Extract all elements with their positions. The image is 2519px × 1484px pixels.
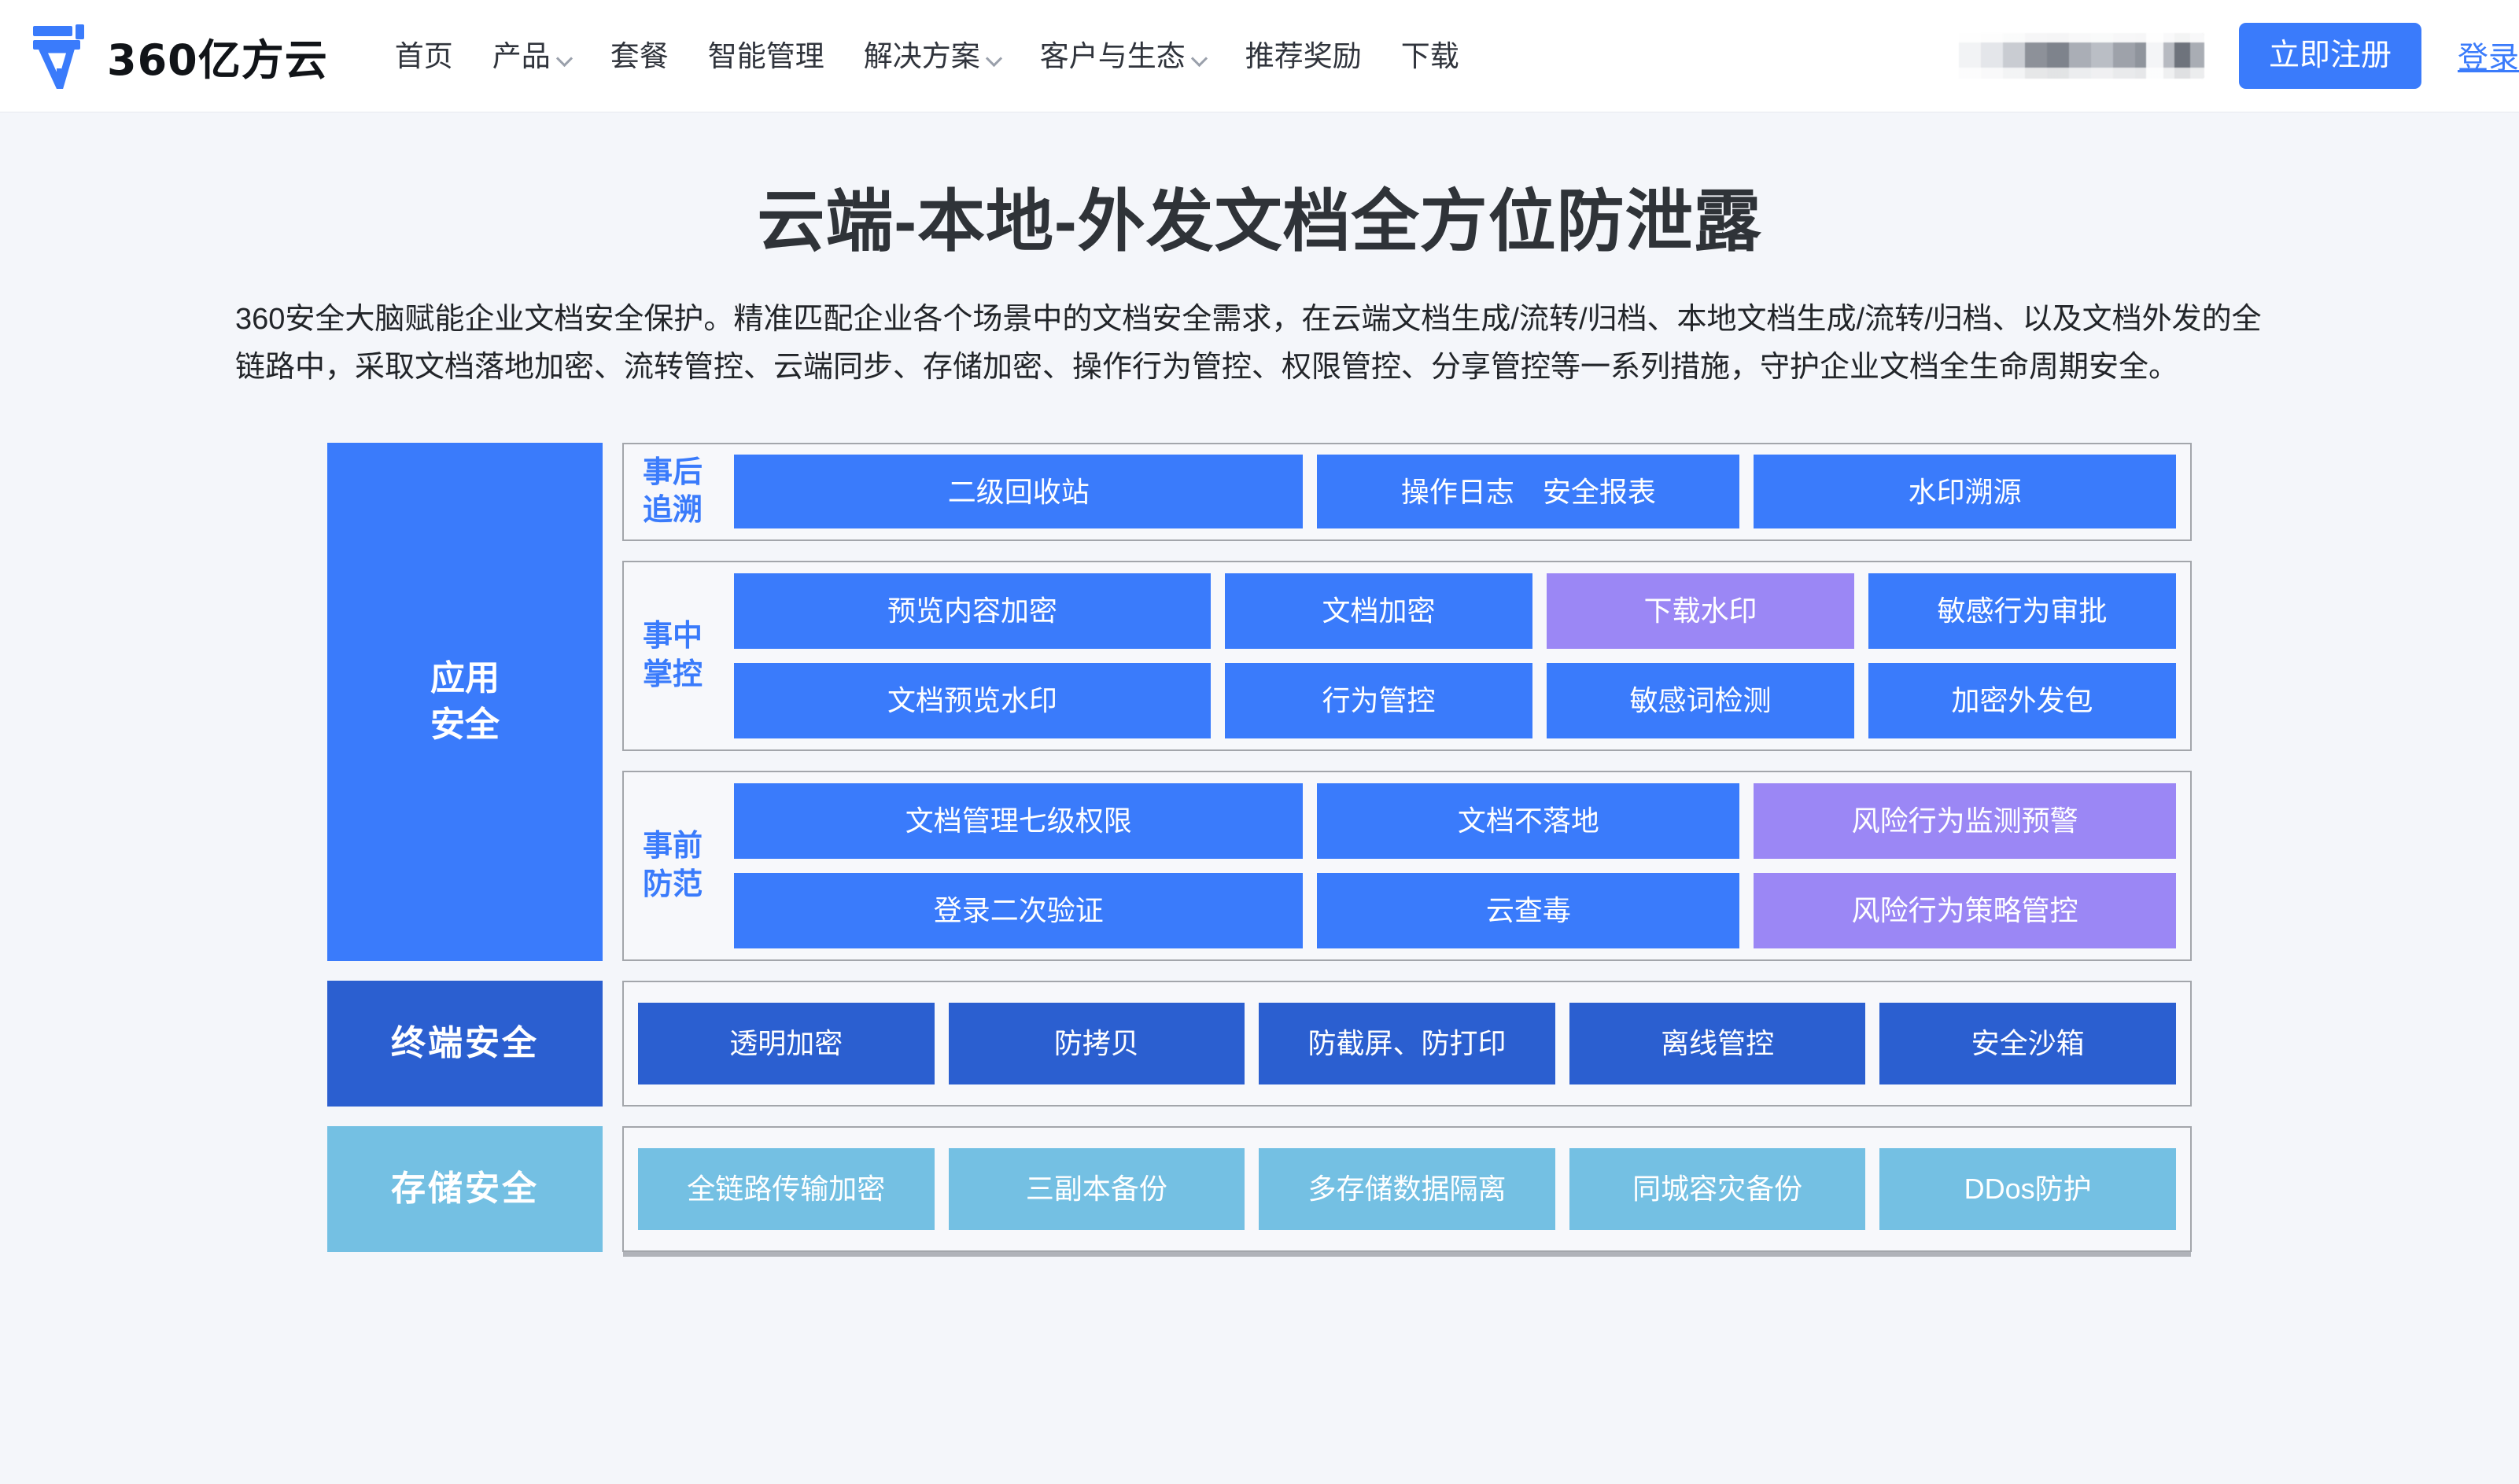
capability-cell[interactable]: 操作日志 安全报表 <box>1317 455 1740 529</box>
chevron-down-icon <box>1193 53 1206 66</box>
capability-cell-highlight[interactable]: 风险行为监测预警 <box>1754 783 2176 859</box>
nav-item-label: 解决方案 <box>863 39 980 72</box>
group-title-in-progress: 事中 掌控 <box>638 617 723 694</box>
capability-cell-highlight[interactable]: 风险行为策略管控 <box>1754 872 2176 948</box>
capability-cell[interactable]: 防截屏、防打印 <box>1259 1002 1555 1084</box>
nav-item-customers-ecosystem[interactable]: 客户与生态 <box>1020 42 1226 71</box>
cell-row: 文档预览水印 行为管控 敏感词检测 加密外发包 <box>734 662 2176 738</box>
group-title-line1: 事后 <box>643 455 703 489</box>
cell-row: 透明加密 防拷贝 防截屏、防打印 离线管控 安全沙箱 <box>638 1002 2176 1084</box>
group-post-incident-traceback: 事后 追溯 二级回收站 操作日志 安全报表 水印溯源 <box>622 442 2192 541</box>
capability-cell[interactable]: 透明加密 <box>638 1002 935 1084</box>
group-endpoint-security: 透明加密 防拷贝 防截屏、防打印 离线管控 安全沙箱 <box>622 980 2192 1107</box>
nav-item-download[interactable]: 下载 <box>1381 42 1479 71</box>
nav-item-label: 客户与生态 <box>1039 39 1186 72</box>
capability-cell[interactable]: 行为管控 <box>1225 662 1533 738</box>
capability-cell[interactable]: 文档不落地 <box>1317 783 1740 859</box>
chevron-down-icon <box>558 53 571 66</box>
capability-cell[interactable]: 文档加密 <box>1225 573 1533 649</box>
group-title-line2: 追溯 <box>643 494 703 528</box>
diagram-layer-column: 应用 安全 终端安全 存储安全 <box>327 442 603 1252</box>
nav-item-home[interactable]: 首页 <box>375 42 473 71</box>
diagram-content-column: 事后 追溯 二级回收站 操作日志 安全报表 水印溯源 事中 掌控 <box>622 442 2192 1252</box>
capability-cell[interactable]: 敏感词检测 <box>1547 662 1854 738</box>
brand-logo[interactable]: 360亿方云 <box>31 23 328 89</box>
register-button[interactable]: 立即注册 <box>2238 23 2421 89</box>
capability-cell[interactable]: 敏感行为审批 <box>1868 573 2176 649</box>
nav-item-label: 智能管理 <box>707 39 824 72</box>
nav-item-products[interactable]: 产品 <box>473 42 591 71</box>
nav-item-plans[interactable]: 套餐 <box>591 42 688 71</box>
capability-cell[interactable]: 防拷贝 <box>948 1002 1245 1084</box>
group-cells: 二级回收站 操作日志 安全报表 水印溯源 <box>734 455 2176 529</box>
main-navigation: 首页 产品 套餐 智能管理 解决方案 客户与生态 推荐奖励 下载 <box>375 42 1479 71</box>
nav-item-label: 首页 <box>394 39 453 72</box>
nav-item-label: 套餐 <box>610 39 669 72</box>
layer-label-line2: 安全 <box>430 705 500 745</box>
cell-row: 二级回收站 操作日志 安全报表 水印溯源 <box>734 455 2176 529</box>
capability-cell[interactable]: 加密外发包 <box>1868 662 2176 738</box>
capability-cell[interactable]: 二级回收站 <box>734 455 1304 529</box>
group-cells: 透明加密 防拷贝 防截屏、防打印 离线管控 安全沙箱 <box>638 1002 2176 1084</box>
chevron-down-icon <box>987 53 1001 66</box>
group-title-line1: 事前 <box>643 830 703 864</box>
layer-label-line1: 应用 <box>430 658 500 698</box>
group-title-line1: 事中 <box>643 620 703 654</box>
capability-cell-highlight[interactable]: 下载水印 <box>1547 573 1854 649</box>
capability-cell[interactable]: 三副本备份 <box>948 1147 1245 1230</box>
login-link[interactable]: 登录 <box>2457 42 2519 75</box>
group-title-line2: 防范 <box>643 867 703 901</box>
cell-row: 预览内容加密 文档加密 下载水印 敏感行为审批 <box>734 573 2176 649</box>
capability-cell[interactable]: 同城容灾备份 <box>1569 1147 1866 1230</box>
layer-label-application-security: 应用 安全 <box>327 442 603 961</box>
group-title-pre-incident: 事前 防范 <box>638 827 723 904</box>
group-cells: 全链路传输加密 三副本备份 多存储数据隔离 同城容灾备份 DDos防护 <box>638 1147 2176 1230</box>
capability-cell[interactable]: 预览内容加密 <box>734 573 1212 649</box>
site-header: 360亿方云 首页 产品 套餐 智能管理 解决方案 客户与生态 推荐奖励 下载 <box>0 0 2519 112</box>
group-cells: 预览内容加密 文档加密 下载水印 敏感行为审批 文档预览水印 行为管控 敏感词检… <box>734 573 2176 738</box>
nav-item-solutions[interactable]: 解决方案 <box>844 42 1020 71</box>
nav-item-label: 推荐奖励 <box>1245 39 1362 72</box>
group-title-line2: 掌控 <box>643 657 703 691</box>
capability-cell[interactable]: 离线管控 <box>1569 1002 1866 1084</box>
header-actions: 立即注册 登录 <box>1944 23 2519 89</box>
pen-nib-logo-icon <box>33 24 84 89</box>
capability-cell[interactable]: 水印溯源 <box>1754 455 2176 529</box>
redacted-account-info <box>1944 33 2204 79</box>
nav-item-label: 下载 <box>1400 39 1459 72</box>
page-description: 360安全大脑赋能企业文档安全保护。精准匹配企业各个场景中的文档安全需求，在云端… <box>235 302 2262 385</box>
group-title-post-incident: 事后 追溯 <box>638 454 723 530</box>
page-body: 云端-本地-外发文档全方位防泄露 360安全大脑赋能企业文档安全保护。精准匹配企… <box>0 185 2519 1484</box>
brand-name: 360亿方云 <box>107 35 328 85</box>
cell-row: 文档管理七级权限 文档不落地 风险行为监测预警 <box>734 783 2176 859</box>
capability-cell[interactable]: 安全沙箱 <box>1879 1002 2176 1084</box>
cell-row: 登录二次验证 云查毒 风险行为策略管控 <box>734 872 2176 948</box>
security-architecture-diagram: 应用 安全 终端安全 存储安全 事后 追溯 二级回收站 操作日志 安全报表 <box>327 442 2192 1252</box>
nav-item-referral-rewards[interactable]: 推荐奖励 <box>1226 42 1381 71</box>
layer-label-endpoint-security: 终端安全 <box>327 980 603 1107</box>
capability-cell[interactable]: DDos防护 <box>1879 1147 2176 1230</box>
nav-item-smart-management[interactable]: 智能管理 <box>688 42 844 71</box>
nav-item-label: 产品 <box>492 39 551 72</box>
capability-cell[interactable]: 全链路传输加密 <box>638 1147 935 1230</box>
capability-cell[interactable]: 登录二次验证 <box>734 872 1304 948</box>
page-title: 云端-本地-外发文档全方位防泄露 <box>757 184 1762 260</box>
capability-cell[interactable]: 多存储数据隔离 <box>1259 1147 1555 1230</box>
group-in-progress-control: 事中 掌控 预览内容加密 文档加密 下载水印 敏感行为审批 文档预览水印 行为管… <box>622 560 2192 751</box>
group-storage-security: 全链路传输加密 三副本备份 多存储数据隔离 同城容灾备份 DDos防护 <box>622 1125 2192 1252</box>
capability-cell[interactable]: 文档预览水印 <box>734 662 1212 738</box>
capability-cell[interactable]: 云查毒 <box>1317 872 1740 948</box>
layer-label-storage-security: 存储安全 <box>327 1125 603 1252</box>
capability-cell[interactable]: 文档管理七级权限 <box>734 783 1304 859</box>
cell-row: 全链路传输加密 三副本备份 多存储数据隔离 同城容灾备份 DDos防护 <box>638 1147 2176 1230</box>
group-pre-incident-prevention: 事前 防范 文档管理七级权限 文档不落地 风险行为监测预警 登录二次验证 云查毒… <box>622 770 2192 961</box>
group-cells: 文档管理七级权限 文档不落地 风险行为监测预警 登录二次验证 云查毒 风险行为策… <box>734 783 2176 948</box>
